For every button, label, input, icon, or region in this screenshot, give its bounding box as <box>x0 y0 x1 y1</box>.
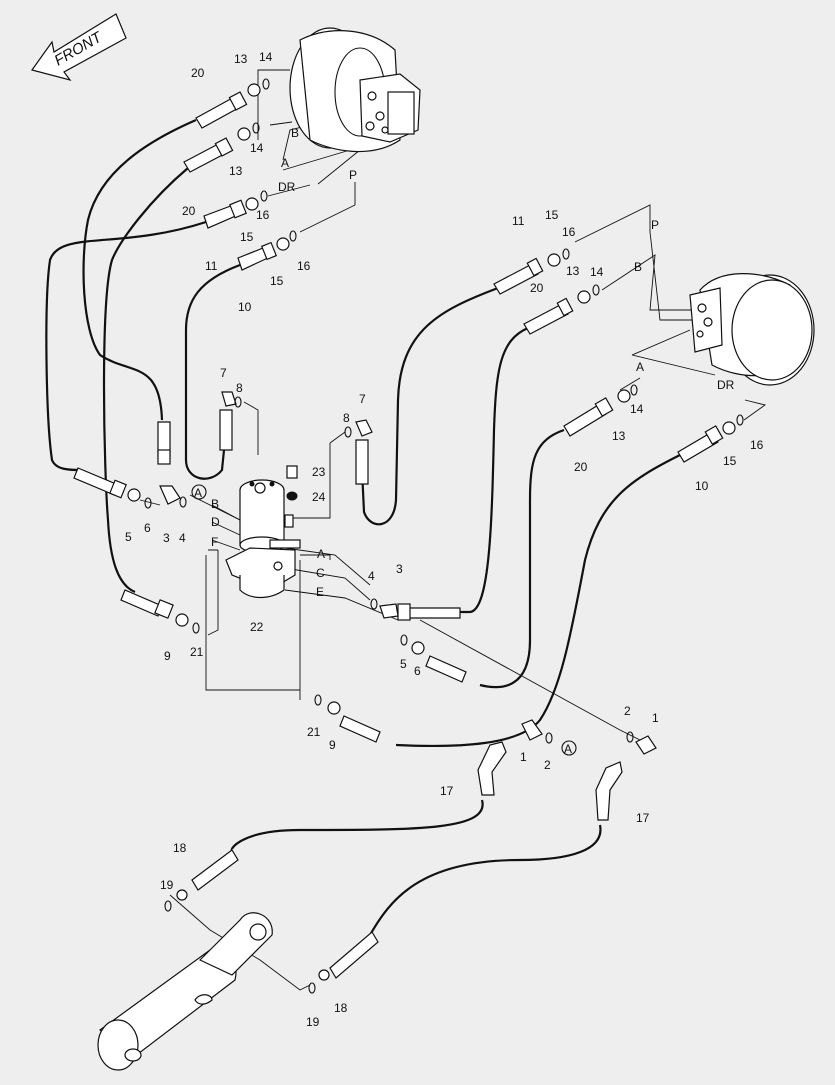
port-labels: B A DR P P B A DR B D F A C E <box>211 126 735 599</box>
callout-19-b: 19 <box>306 1015 320 1029</box>
callout-11-a: 11 <box>205 259 218 273</box>
callout-4-b: 4 <box>368 569 375 583</box>
hose-lines <box>45 118 681 936</box>
callout-10-a: 10 <box>238 300 252 314</box>
callout-22: 22 <box>250 620 264 634</box>
callout-16-c: 16 <box>562 225 576 239</box>
port-p-right-motor: P <box>651 218 659 232</box>
port-b-left-motor: B <box>291 126 299 140</box>
callout-9-b: 9 <box>329 738 336 752</box>
port-c-swivel: C <box>316 566 325 580</box>
callout-2-b: 2 <box>624 704 631 718</box>
callout-11-b: 11 <box>512 214 525 228</box>
callout-16-b: 16 <box>297 259 311 273</box>
ref-marks: A A <box>191 484 577 756</box>
callout-23: 23 <box>312 465 326 479</box>
callout-20-b: 20 <box>182 204 196 218</box>
port-dr-left-motor: DR <box>278 180 296 194</box>
callout-20-c: 20 <box>530 281 544 295</box>
callout-14-b: 14 <box>250 141 264 155</box>
leader-lines <box>139 69 767 991</box>
callout-6-a: 6 <box>144 521 151 535</box>
callout-13-c: 13 <box>566 264 580 278</box>
callouts: 20 13 14 14 13 20 16 15 11 16 15 10 11 1… <box>125 50 764 1029</box>
port-f-swivel: F <box>211 535 218 549</box>
port-b-right-motor: B <box>634 260 642 274</box>
port-d-swivel: D <box>211 515 220 529</box>
callout-8-b: 8 <box>343 411 350 425</box>
callout-5-b: 5 <box>400 657 407 671</box>
callout-7-b: 7 <box>359 392 366 406</box>
boom-cylinder <box>97 912 273 1071</box>
callout-16-d: 16 <box>750 438 764 452</box>
callout-20-d: 20 <box>574 460 588 474</box>
right-travel-motor <box>689 273 815 386</box>
ref-mark-a-lower: A <box>564 742 572 756</box>
callout-13-a: 13 <box>234 52 248 66</box>
callout-1-b: 1 <box>652 711 659 725</box>
callout-16-a: 16 <box>256 208 270 222</box>
callout-4-a: 4 <box>179 531 186 545</box>
callout-21-b: 21 <box>307 725 321 739</box>
callout-14-d: 14 <box>630 402 644 416</box>
left-travel-motor <box>289 27 421 153</box>
callout-15-a: 15 <box>240 230 254 244</box>
ref-mark-a-swivel: A <box>194 486 202 500</box>
port-b-swivel: B <box>211 497 219 511</box>
callout-10-b: 10 <box>695 479 709 493</box>
fittings <box>127 78 744 994</box>
port-a-left-motor: A <box>281 156 289 170</box>
callout-15-b: 15 <box>270 274 284 288</box>
callout-6-b: 6 <box>414 664 421 678</box>
callout-13-b: 13 <box>229 164 243 178</box>
callout-17-b: 17 <box>636 811 650 825</box>
callout-15-c: 15 <box>545 208 559 222</box>
callout-18-b: 18 <box>334 1001 348 1015</box>
callout-5-a: 5 <box>125 530 132 544</box>
port-a-right-motor: A <box>636 360 644 374</box>
port-p-left-motor: P <box>349 168 357 182</box>
callout-13-d: 13 <box>612 429 626 443</box>
port-dr-right-motor: DR <box>717 378 735 392</box>
port-e-swivel: E <box>316 585 324 599</box>
callout-15-d: 15 <box>723 454 737 468</box>
callout-19-a: 19 <box>160 878 174 892</box>
callout-8-a: 8 <box>236 381 243 395</box>
callout-18-a: 18 <box>173 841 187 855</box>
port-a-swivel: A <box>317 547 325 561</box>
hose-ends <box>73 91 724 979</box>
callout-9-a: 9 <box>164 649 171 663</box>
callout-14-a: 14 <box>259 50 273 64</box>
callout-17-a: 17 <box>440 784 454 798</box>
callout-3-a: 3 <box>163 531 170 545</box>
callout-24: 24 <box>312 490 326 504</box>
callout-14-c: 14 <box>590 265 604 279</box>
callout-20-a: 20 <box>191 66 205 80</box>
callout-1-a: 1 <box>520 750 527 764</box>
swivel-joint <box>225 479 301 599</box>
callout-2-a: 2 <box>544 758 551 772</box>
front-arrow-icon: FRONT <box>31 13 127 82</box>
callout-7-a: 7 <box>220 366 227 380</box>
callout-3-b: 3 <box>396 562 403 576</box>
callout-21-a: 21 <box>190 645 204 659</box>
